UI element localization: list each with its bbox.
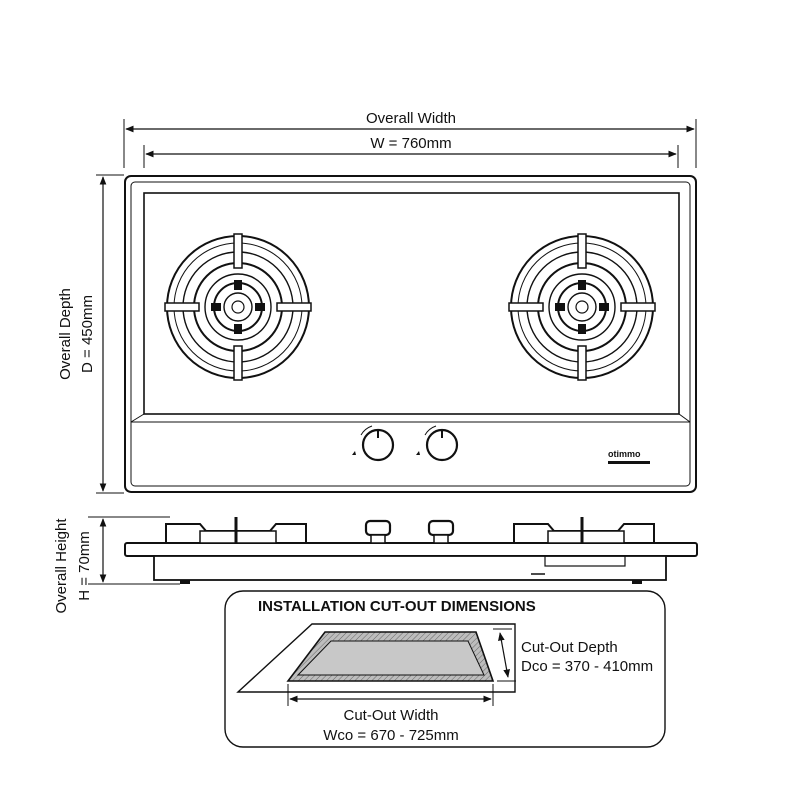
cutout-width-label: Cut-Out Width [343,707,438,724]
cutout-opening [286,631,495,682]
overall-depth-dimension: Overall Depth D = 450mm [57,174,124,494]
overall-height-value: H = 70mm [76,531,93,601]
overall-depth-value: D = 450mm [79,295,96,373]
brand-logo: otimmo [608,449,650,464]
cutout-width-value: Wco = 670 - 725mm [323,727,458,744]
overall-width-dimension: Overall Width W = 760mm [123,110,697,168]
left-burner-icon [164,233,312,381]
hob-side-view [124,517,698,584]
overall-depth-label: Overall Depth [57,288,74,380]
overall-width-label: Overall Width [366,110,456,127]
hob-top-view: otimmo [124,175,697,493]
overall-height-dimension: Overall Height H = 70mm [53,516,180,614]
cutout-depth-label: Cut-Out Depth [521,639,618,656]
overall-width-value: W = 760mm [370,135,451,152]
left-knob-icon [352,425,395,462]
right-knob-icon [416,425,459,462]
cutout-title: INSTALLATION CUT-OUT DIMENSIONS [258,598,536,615]
overall-height-label: Overall Height [53,518,70,614]
right-burner-icon [508,233,656,381]
cutout-depth-value: Dco = 370 - 410mm [521,658,653,675]
cutout-panel: INSTALLATION CUT-OUT DIMENSIONS Cut-Out … [224,590,666,748]
brand-name: otimmo [608,449,641,459]
